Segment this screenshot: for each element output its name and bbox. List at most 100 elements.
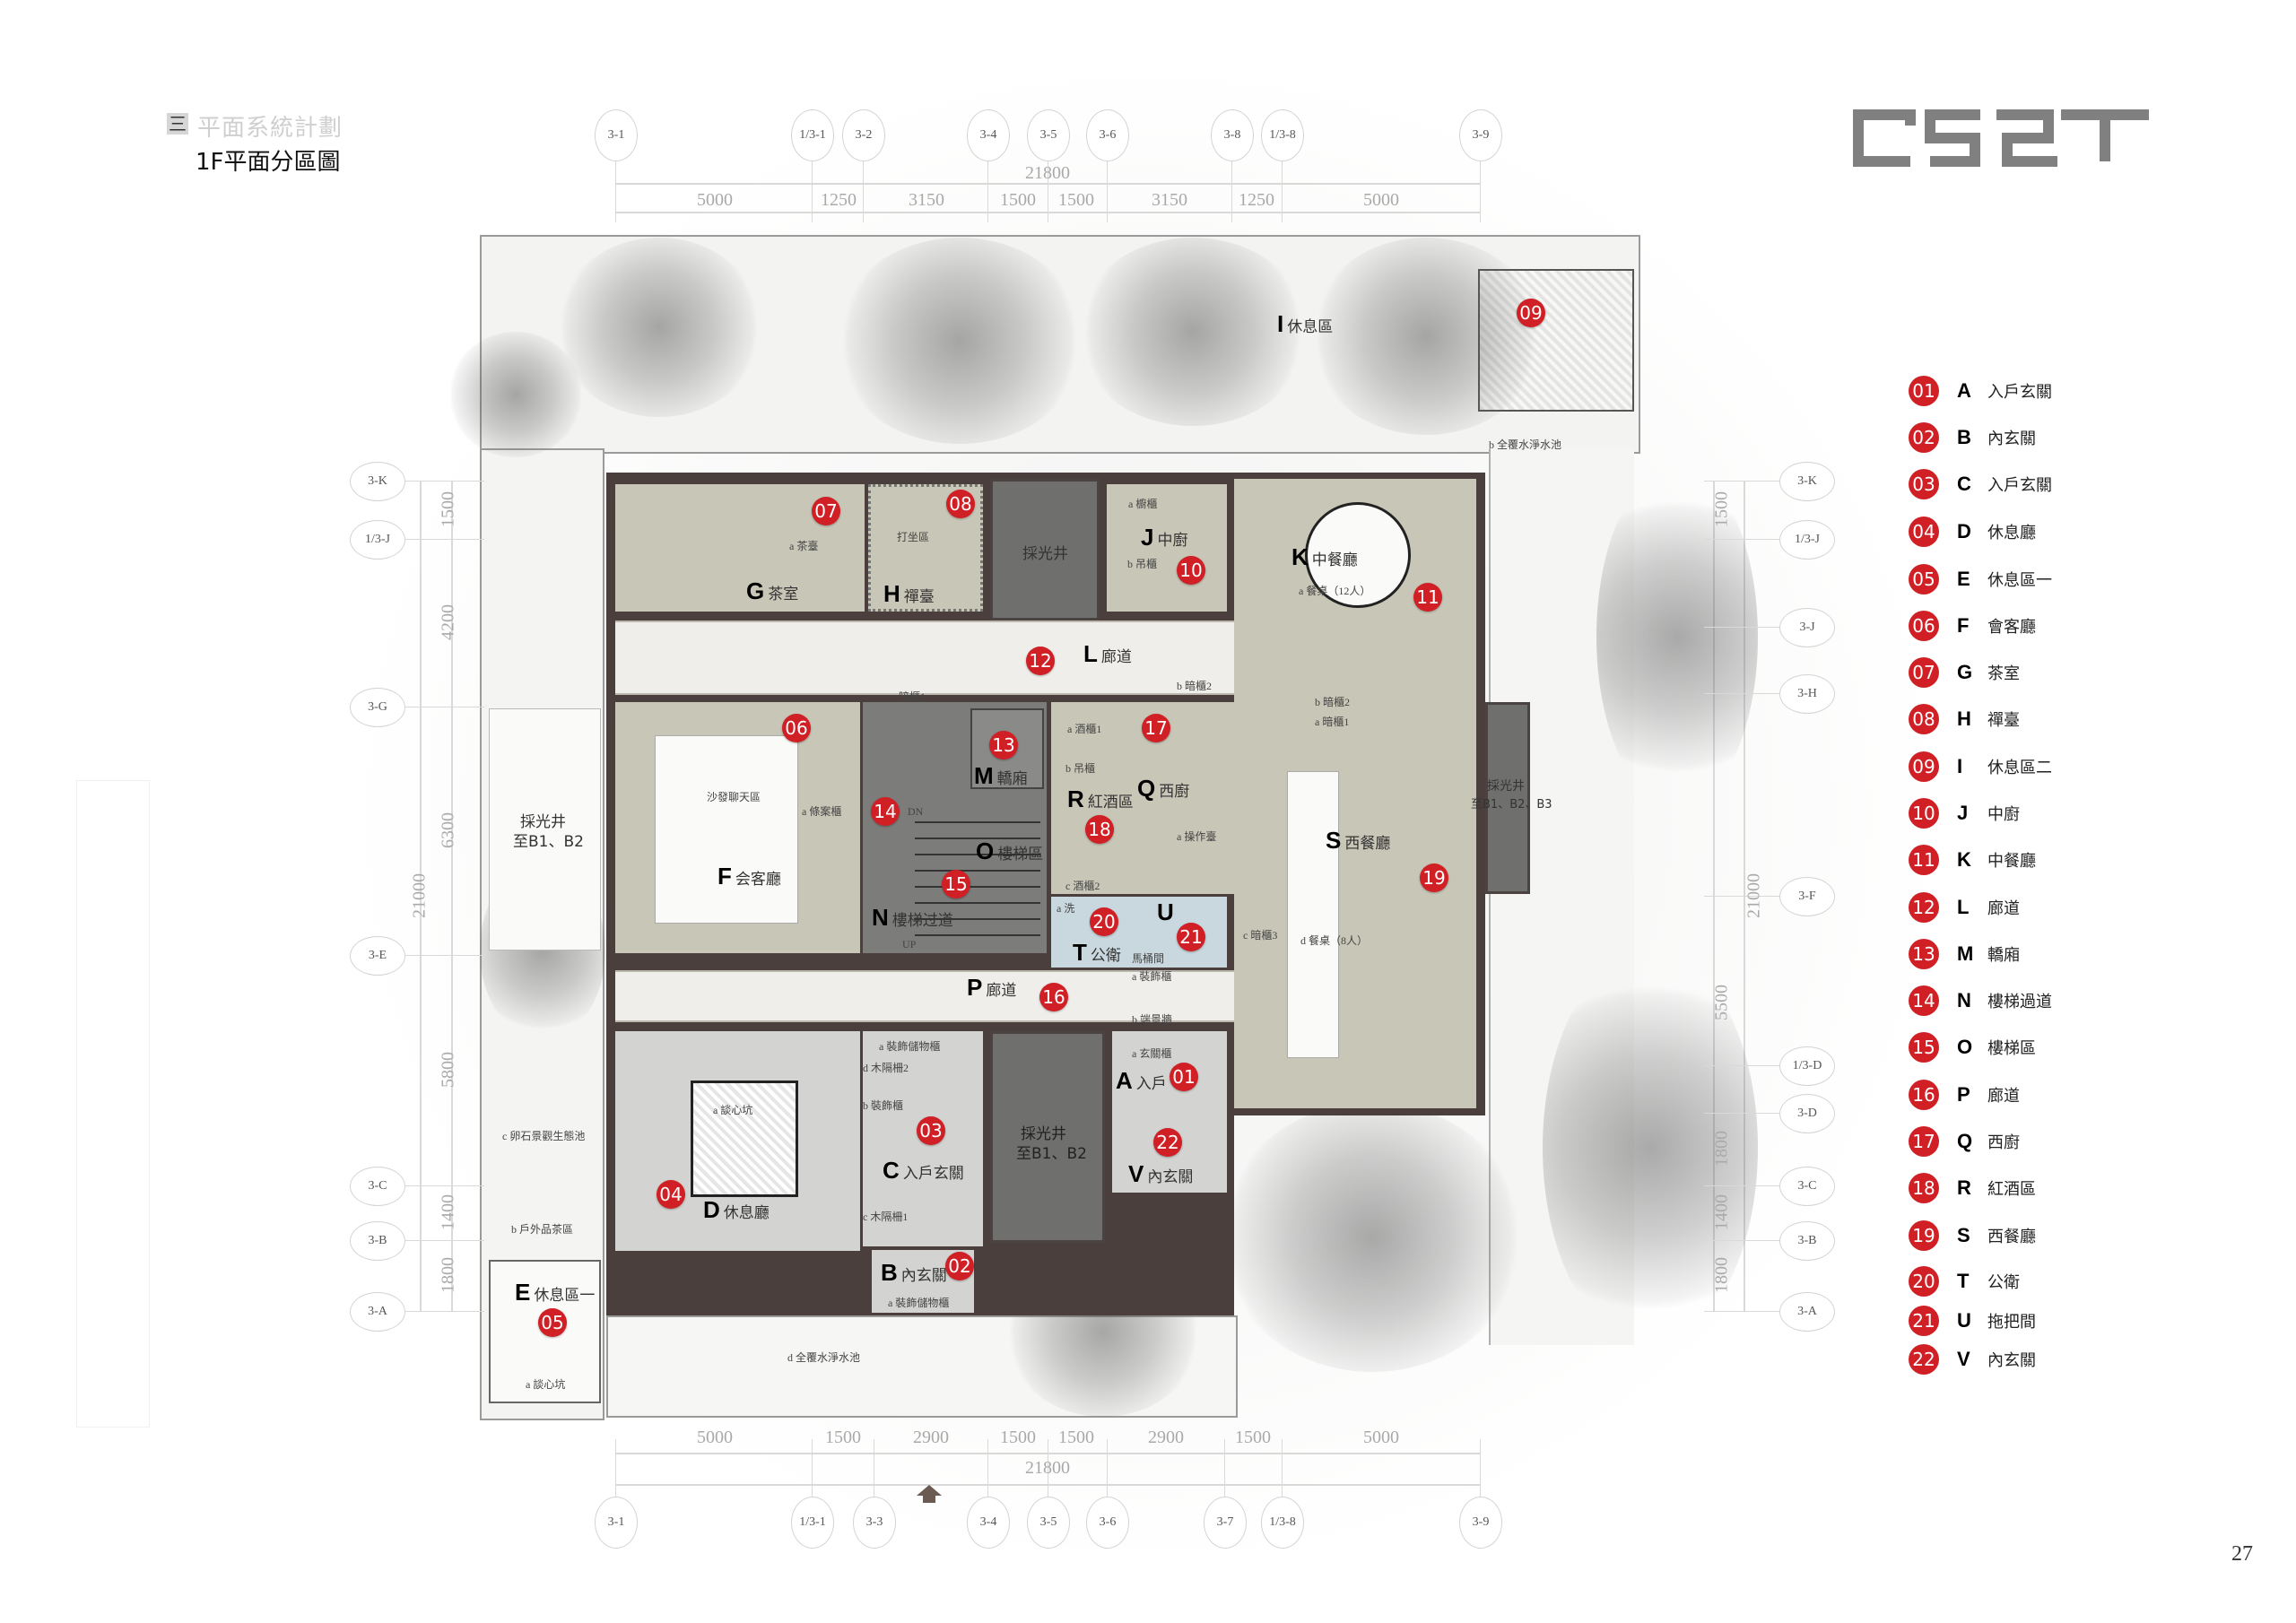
legend-letter: S [1957, 1224, 1970, 1246]
room-marker-07: 07 [812, 497, 840, 525]
conversation-pit [691, 1081, 798, 1197]
room-name: 公衛 [1090, 947, 1121, 965]
legend-name: 廊道 [1987, 899, 2020, 918]
legend-letter: P [1957, 1083, 1970, 1106]
legend-number: 01 [1909, 376, 1939, 406]
left-total-dim-line [420, 481, 422, 1311]
lightwell-east-label: 採光井 [1487, 779, 1525, 794]
lightwell-east [1485, 702, 1530, 894]
annotation-note: a 操作臺 [1177, 830, 1217, 843]
legend-name: 休息區一 [1987, 571, 2052, 590]
dim-top: 3150 [1152, 190, 1187, 210]
lightwell-west-sub: 至B1、B2 [513, 833, 584, 851]
round-dining-table [1305, 502, 1411, 608]
annotation-note: c 木隔柵1 [863, 1211, 909, 1223]
dim-bottom: 1500 [1000, 1428, 1036, 1447]
legend-letter: K [1957, 848, 1971, 871]
axis-bubble-right: 3-H [1779, 674, 1835, 714]
annotation-note: a 餐桌（12人） [1299, 585, 1371, 597]
tree-icon [556, 238, 762, 417]
lightwell-top-label: 採光井 [1022, 545, 1068, 563]
tree-icon [448, 332, 583, 457]
legend-name: 中餐廳 [1987, 852, 2036, 871]
room-letter: O [976, 838, 995, 864]
axis-line [615, 1439, 616, 1497]
room-letter: H [883, 580, 900, 607]
room-name: 休息廳 [723, 1204, 770, 1222]
axis-bubble-right: 3-F [1779, 877, 1835, 916]
legend-number: 09 [1909, 751, 1939, 782]
axis-line [404, 1240, 484, 1241]
axis-line [1704, 539, 1780, 540]
western-dining-table [1287, 771, 1339, 1058]
axis-bubble-right: 1/3-D [1779, 1046, 1835, 1086]
annotation-note: UP [902, 938, 917, 950]
room-name: 入戶玄關 [902, 1165, 964, 1183]
axis-bubble-left: 3-G [350, 688, 405, 727]
room-marker-10: 10 [1177, 556, 1205, 585]
legend-name: 內玄關 [1987, 1351, 2036, 1370]
dim-top: 5000 [1363, 190, 1399, 210]
legend-number: 21 [1909, 1306, 1939, 1336]
annotation-note: a 裝飾儲物櫃 [879, 1040, 941, 1053]
legend-name: 中廚 [1987, 805, 2020, 824]
dim-top: 3150 [909, 190, 944, 210]
axis-bubble-right: 3-D [1779, 1094, 1835, 1133]
annotation-note: c 暗櫃3 [1243, 929, 1278, 942]
axis-line [1704, 693, 1780, 694]
room-name: 廊道 [1100, 648, 1132, 666]
dim-left: 4200 [438, 604, 458, 640]
legend-number: 15 [1909, 1032, 1939, 1063]
legend-name: 公衛 [1987, 1273, 2020, 1292]
axis-line [1107, 160, 1108, 222]
dim-top: 1500 [1000, 190, 1036, 210]
legend-number: 16 [1909, 1080, 1939, 1110]
axis-line [1282, 160, 1283, 222]
lightwell-lower-label: 採光井 [1021, 1125, 1066, 1143]
legend-letter: U [1957, 1309, 1971, 1332]
lightwell-top [990, 479, 1100, 621]
room-marker-19: 19 [1420, 864, 1448, 892]
room-marker-08: 08 [946, 490, 975, 518]
axis-line [987, 160, 988, 222]
room-letter: Q [1137, 775, 1156, 802]
dim-top: 1500 [1058, 190, 1094, 210]
axis-bubble-left: 3-E [350, 936, 405, 976]
room-name: 內玄關 [900, 1267, 947, 1285]
axis-bubble-bottom: 3-3 [853, 1497, 896, 1549]
legend-name: 西廚 [1987, 1133, 2020, 1152]
room-letter: J [1141, 524, 1154, 551]
lightwell-east-sub: 至B1、B2、B3 [1471, 798, 1552, 812]
legend-letter: E [1957, 568, 1970, 590]
room-name: 轎廂 [996, 770, 1028, 788]
axis-line [1704, 627, 1780, 628]
annotation-note: DN [908, 805, 924, 818]
room-name: 茶室 [768, 586, 799, 603]
axis-bubble-bottom: 3-4 [967, 1497, 1010, 1549]
room-marker-20: 20 [1090, 907, 1118, 936]
axis-line [1704, 1240, 1780, 1241]
tree-icon [1596, 466, 1758, 807]
dim-left-total: 21000 [409, 873, 430, 918]
rest-area-one [489, 1260, 601, 1403]
room-letter: P [967, 974, 983, 1001]
axis-line [812, 160, 813, 222]
room-marker-18: 18 [1085, 815, 1114, 844]
dim-top: 5000 [697, 190, 733, 210]
annotation-note: c 酒櫃2 [1065, 880, 1100, 892]
axis-bubble-top: 3-9 [1459, 109, 1502, 161]
lightwell-west [489, 708, 601, 950]
